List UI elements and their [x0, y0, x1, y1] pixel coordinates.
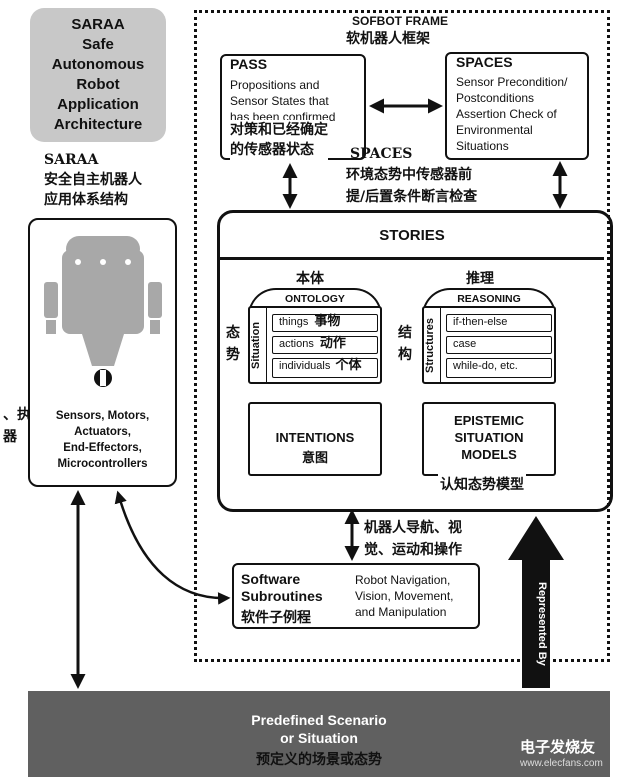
saraa-chinese-label: SARAA 安全自主机器人 应用体系结构 [44, 150, 142, 210]
spaces-cn: 环境态势中传感器前 提/后置条件断言检查 [346, 164, 477, 208]
reasoning-row: case [446, 336, 552, 354]
sofbot-title: SOFBOT FRAME [352, 14, 448, 28]
saraa-title-line: Application [57, 96, 139, 113]
ontology-row-en: actions [279, 338, 314, 350]
reasoning-header: REASONING [457, 293, 521, 305]
epistemic-title-line: MODELS [461, 447, 517, 462]
pass-title: PASS [230, 56, 268, 72]
software-cn: 软件子例程 [241, 610, 311, 626]
saraa-title-box: SARAA Safe Autonomous Robot Application … [30, 8, 166, 142]
saraa-title-line: Safe [82, 36, 114, 53]
pass-desc-line: Sensor States that [230, 94, 329, 108]
spaces-cn-label: SPACES [350, 146, 413, 162]
ontology-side-cn-line: 势 [226, 347, 240, 363]
epistemic-title-line: SITUATION [454, 430, 524, 445]
pass-cn: 对策和已经确定 的传感器状态 [230, 120, 328, 160]
ontology-row: individuals 个体 [272, 358, 378, 378]
ontology-row: actions 动作 [272, 336, 378, 354]
reasoning-side-cn: 结 构 [398, 322, 412, 366]
software-title: Software Subroutines [241, 571, 323, 605]
saraa-title-line: Architecture [53, 116, 143, 133]
robot-side-line: 器 [3, 429, 17, 445]
saraa-cn-line: 安全自主机器人 [44, 172, 142, 188]
spaces-desc-line: Sensor Precondition/ [456, 75, 568, 89]
spaces-desc-line: Situations [456, 139, 509, 153]
spaces-cn-line: 环境态势中传感器前 [346, 167, 472, 183]
saraa-title-line: Robot [76, 76, 120, 93]
saraa-title-line: Autonomous [51, 56, 145, 73]
navigation-cn-line: 机器人导航、视 [364, 520, 462, 536]
ontology-row-en: individuals [279, 360, 331, 372]
software-description: Robot Navigation, Vision, Movement, and … [355, 572, 454, 620]
ontology-row: things 事物 [272, 314, 378, 332]
ontology-row-cn: 动作 [319, 336, 346, 351]
ontology-header: ONTOLOGY [285, 293, 345, 305]
software-subroutines-box [232, 563, 480, 629]
ontology-row-cn: 个体 [335, 358, 362, 373]
represented-by-arrow [508, 516, 564, 688]
scenario-bar [28, 691, 610, 777]
intentions-title: INTENTIONS [275, 430, 355, 445]
pass-cn-line: 对策和已经确定 [230, 122, 328, 138]
reasoning-row: if-then-else [446, 314, 552, 332]
saraa-cn-line: SARAA [44, 152, 99, 168]
reasoning-cn-title: 推理 [466, 271, 494, 287]
reasoning-side-cn-line: 结 [398, 325, 412, 341]
ontology-row-en: things [279, 316, 309, 328]
scenario-title-line: or Situation [280, 730, 358, 746]
software-title-line: Software [241, 571, 301, 587]
spaces-desc-line: Postconditions [456, 91, 535, 105]
epistemic-title: EPISTEMIC SITUATION MODELS [422, 412, 556, 463]
spaces-desc-line: Assertion Check of [456, 107, 557, 121]
intentions-box [248, 402, 382, 476]
ontology-side-cn-line: 态 [226, 325, 240, 341]
represented-by-label: Represented By [536, 582, 548, 666]
epistemic-cn: 认知态势模型 [438, 474, 526, 494]
robot-label-line: End-Effectors, [63, 442, 142, 454]
pass-desc-line: Propositions and [230, 78, 320, 92]
reasoning-row: while-do, etc. [446, 358, 552, 378]
robot-label-line: Microcontrollers [57, 458, 148, 470]
software-desc-line: Robot Navigation, [355, 573, 451, 587]
ontology-side-cn: 态 势 [226, 322, 240, 366]
watermark-brand: 电子发烧友 [520, 738, 596, 756]
stories-box [217, 210, 613, 512]
saraa-cn-line: 应用体系结构 [44, 192, 128, 208]
stories-title: STORIES [379, 227, 445, 244]
software-desc-line: Vision, Movement, [355, 589, 454, 603]
spaces-box [445, 52, 589, 160]
robot-icon [44, 236, 162, 387]
robot-components-label: Sensors, Motors, Actuators, End-Effector… [28, 408, 177, 472]
ontology-row-cn: 事物 [314, 314, 341, 329]
sofbot-frame [194, 10, 610, 662]
watermark-url: www.elecfans.com [520, 758, 603, 769]
stories-divider [220, 257, 604, 260]
navigation-cn: 机器人导航、视 觉、运动和操作 [364, 517, 462, 561]
scenario-cn: 预定义的场景或态势 [256, 752, 382, 768]
epistemic-title-line: EPISTEMIC [453, 413, 525, 428]
robot-label-line: Sensors, Motors, [55, 410, 150, 422]
pass-cn-line: 的传感器状态 [230, 142, 314, 158]
robot-side-line: 、执 [3, 407, 31, 423]
spaces-cn-line: 提/后置条件断言检查 [346, 189, 478, 205]
robot-software-arrow [114, 490, 231, 605]
saraa-title-line: SARAA [71, 16, 125, 33]
spaces-title: SPACES [456, 54, 513, 70]
spaces-desc-line: Environmental [456, 123, 533, 137]
reasoning-side-column [424, 308, 441, 382]
sofbot-title-cn: 软机器人框架 [346, 31, 430, 47]
software-title-line: Subroutines [241, 588, 323, 604]
software-desc-line: and Manipulation [355, 605, 447, 619]
spaces-description: Sensor Precondition/ Postconditions Asse… [456, 74, 567, 154]
scenario-title-line: Predefined Scenario [251, 712, 387, 728]
reasoning-side-cn-line: 构 [398, 347, 412, 363]
scenario-title: Predefined Scenario or Situation [28, 711, 610, 747]
navigation-cn-line: 觉、运动和操作 [364, 542, 462, 558]
intentions-cn: 意图 [301, 451, 328, 466]
robot-side-text: 、执 器 [3, 404, 31, 448]
ontology-side-column [250, 308, 267, 382]
robot-label-line: Actuators, [74, 426, 131, 438]
ontology-cn-title: 本体 [296, 271, 324, 287]
